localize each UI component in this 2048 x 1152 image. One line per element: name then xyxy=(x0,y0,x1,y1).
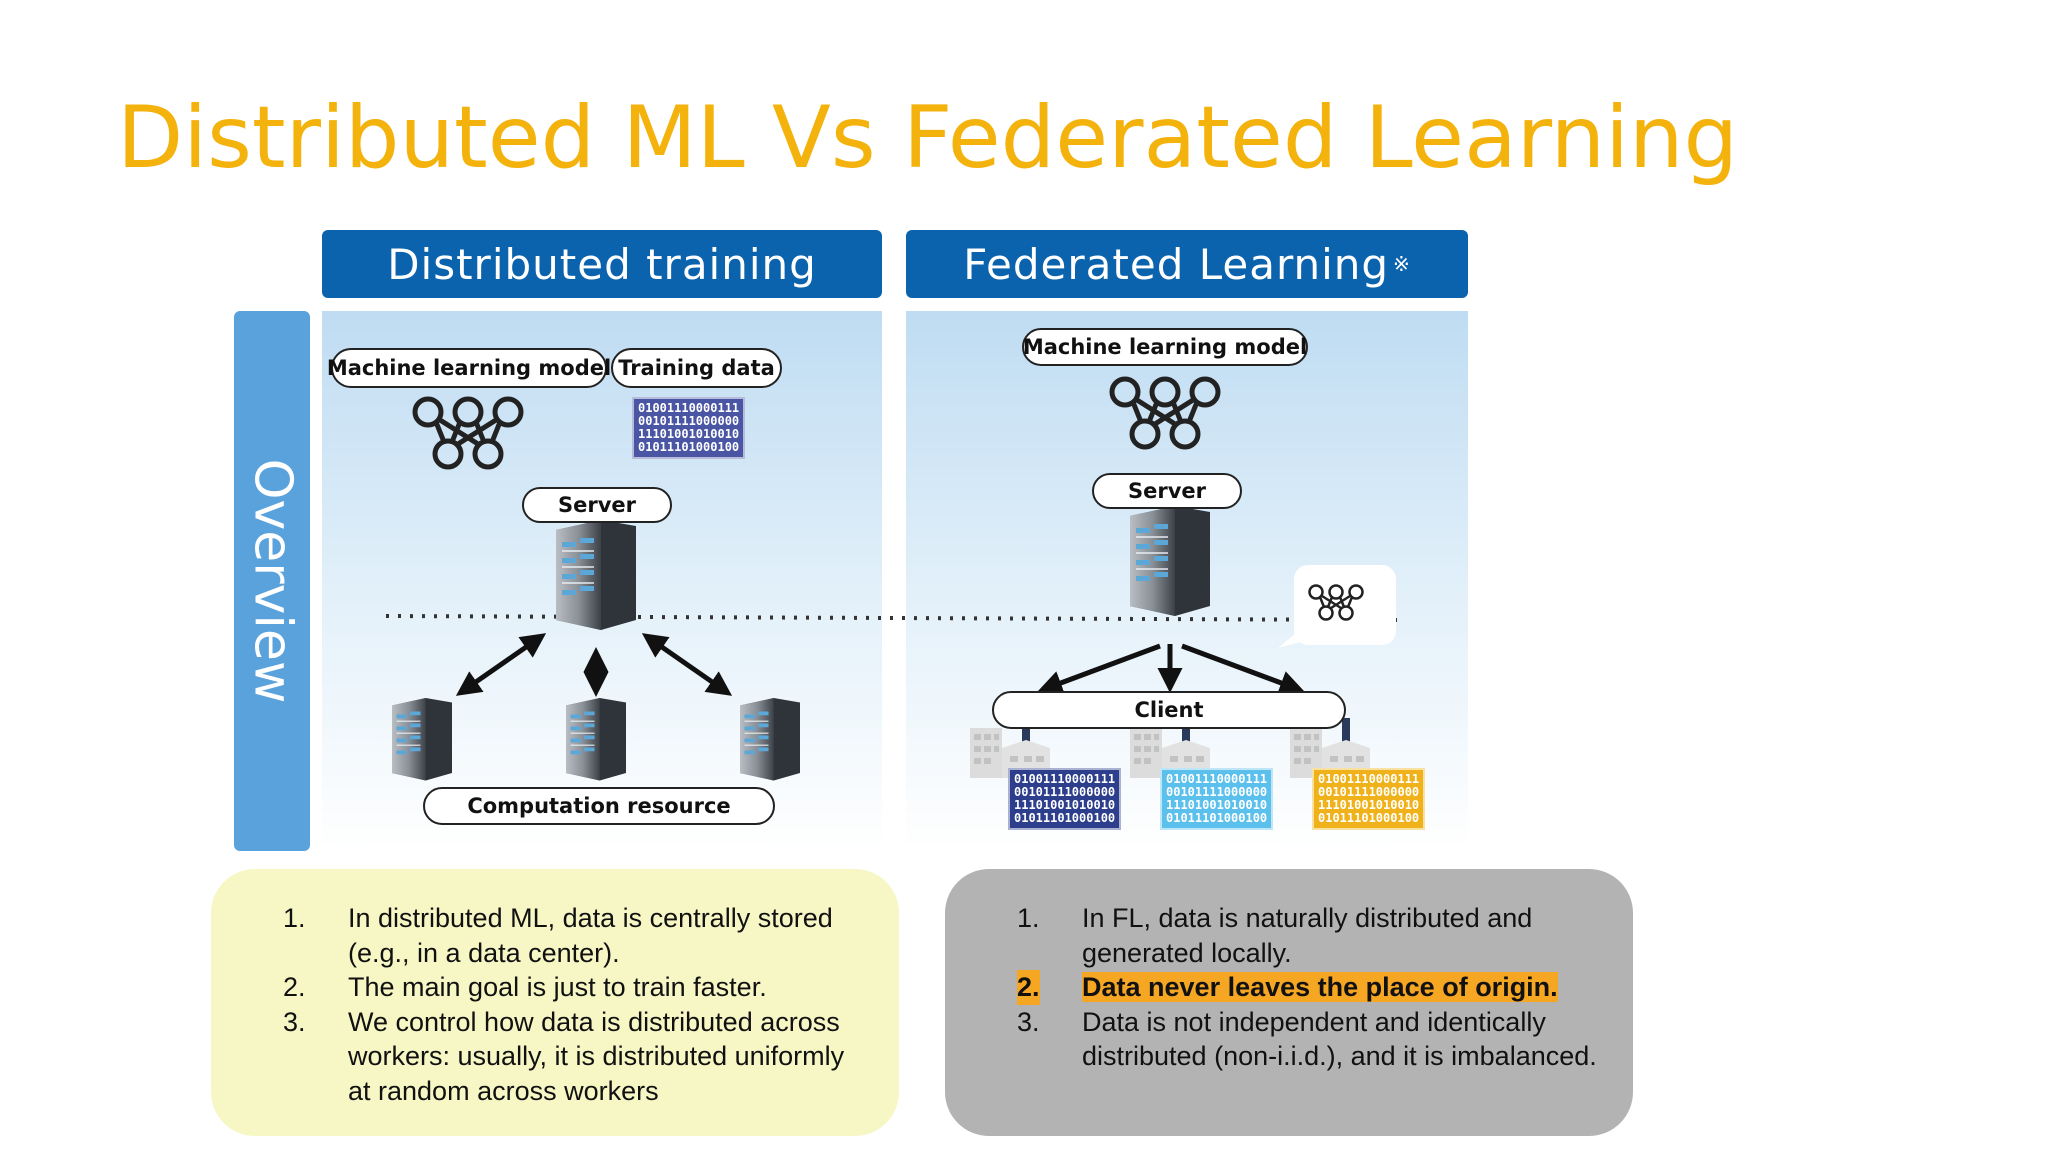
list-text: We control how data is distributed acros… xyxy=(348,1006,845,1106)
list-item: 3. We control how data is distributed ac… xyxy=(211,1005,868,1109)
data-row: 01001110000111 xyxy=(1014,772,1116,786)
data-row: 00101111000000 xyxy=(1166,785,1268,799)
notes-federated-list: 1. In FL, data is naturally distributed … xyxy=(945,901,1602,1074)
list-number: 1. xyxy=(1017,903,1040,933)
right-server-icon xyxy=(1130,506,1210,616)
client-label: Client xyxy=(1134,698,1204,722)
arrow-left-worker xyxy=(455,633,547,696)
overview-bar xyxy=(234,311,310,851)
client-pill: Client xyxy=(992,691,1346,729)
data-row: 01011101000100 xyxy=(1166,811,1268,825)
list-number: 3. xyxy=(1017,1006,1040,1037)
data-row: 00101111000000 xyxy=(638,414,740,428)
data-row: 11101001010010 xyxy=(638,427,740,441)
training-data-block: 01001110000111 00101111000000 1110100101… xyxy=(632,397,746,459)
computation-resource-pill: Computation resource xyxy=(423,787,775,825)
client-data-block-2: 01001110000111 00101111000000 1110100101… xyxy=(1160,768,1274,830)
client-data-block-1: 01001110000111 00101111000000 1110100101… xyxy=(1008,768,1122,830)
left-ml-model-label: Machine learning model xyxy=(326,356,612,380)
training-data-pill: Training data xyxy=(611,348,782,388)
right-ml-model-pill: Machine learning model xyxy=(1022,328,1308,366)
data-row: 11101001010010 xyxy=(1318,798,1420,812)
list-number: 2. xyxy=(283,972,306,1002)
list-number: 3. xyxy=(283,1006,306,1037)
header-note-mark: ※ xyxy=(1393,252,1411,276)
left-server-label: Server xyxy=(557,493,636,517)
computation-resource-label: Computation resource xyxy=(467,794,731,818)
left-server-icon xyxy=(556,520,636,630)
data-row: 11101001010010 xyxy=(1014,798,1116,812)
list-text: The main goal is just to train faster. xyxy=(348,972,767,1002)
list-number: 1. xyxy=(283,903,306,933)
right-server-label: Server xyxy=(1127,479,1206,503)
data-row: 01001110000111 xyxy=(1166,772,1268,786)
list-item: 3. Data is not independent and identical… xyxy=(945,1005,1602,1074)
list-text: In distributed ML, data is centrally sto… xyxy=(348,903,833,968)
data-row: 01011101000100 xyxy=(638,440,740,454)
data-row: 11101001010010 xyxy=(1166,798,1268,812)
slide-title: Distributed ML Vs Federated Learning xyxy=(117,88,1739,188)
list-item: 2. The main goal is just to train faster… xyxy=(211,970,868,1005)
right-server-pill: Server xyxy=(1092,473,1242,509)
right-ml-model-icon xyxy=(1112,379,1218,447)
list-text: Data is not independent and identically … xyxy=(1082,1006,1597,1072)
left-ml-model-pill: Machine learning model xyxy=(327,348,611,388)
left-server-pill: Server xyxy=(522,487,672,523)
notes-distributed: 1. In distributed ML, data is centrally … xyxy=(211,869,899,1136)
header-federated-learning-label: Federated Learning xyxy=(963,239,1390,289)
data-row: 01011101000100 xyxy=(1318,811,1420,825)
training-data-label: Training data xyxy=(618,356,775,380)
notes-distributed-list: 1. In distributed ML, data is centrally … xyxy=(211,901,868,1108)
worker-server-1-icon xyxy=(392,698,452,781)
arrow-client-right xyxy=(1181,643,1305,695)
header-distributed-training-label: Distributed training xyxy=(387,239,817,289)
header-distributed-training: Distributed training xyxy=(322,230,882,298)
data-row: 01001110000111 xyxy=(638,401,740,415)
notes-federated: 1. In FL, data is naturally distributed … xyxy=(945,869,1633,1136)
model-bubble xyxy=(1294,565,1396,645)
list-text: In FL, data is naturally distributed and… xyxy=(1082,903,1533,968)
list-item: 1. In distributed ML, data is centrally … xyxy=(211,901,868,970)
client-data-block-3: 01001110000111 00101111000000 1110100101… xyxy=(1312,768,1426,830)
data-row: 00101111000000 xyxy=(1014,785,1116,799)
arrow-right-worker xyxy=(641,633,733,696)
list-text-highlighted: Data never leaves the place of origin. xyxy=(1082,972,1558,1002)
data-row: 00101111000000 xyxy=(1318,785,1420,799)
dotted-divider xyxy=(385,614,1401,622)
list-number: 2. xyxy=(1017,970,1040,1005)
arrow-client-left xyxy=(1037,643,1161,695)
left-ml-model-icon xyxy=(415,399,521,467)
worker-server-2-icon xyxy=(566,698,626,781)
list-item: 1. In FL, data is naturally distributed … xyxy=(945,901,1602,970)
right-ml-model-label: Machine learning model xyxy=(1022,335,1308,359)
list-item-highlighted: 2. Data never leaves the place of origin… xyxy=(945,970,1602,1005)
worker-server-3-icon xyxy=(740,698,800,781)
data-row: 01001110000111 xyxy=(1318,772,1420,786)
header-federated-learning: Federated Learning※ xyxy=(906,230,1468,298)
data-row: 01011101000100 xyxy=(1014,811,1116,825)
